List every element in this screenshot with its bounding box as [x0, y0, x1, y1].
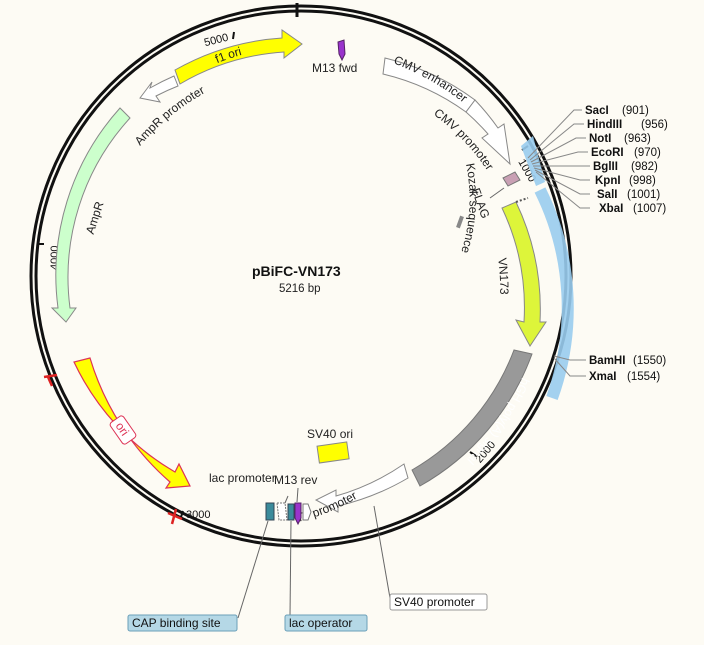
restriction-leaders-lower [553, 355, 586, 377]
site-pos-hindiii: (956) [641, 119, 668, 131]
feature-lac-promoter [276, 502, 288, 521]
tick-label-5000: 5000 [203, 32, 230, 50]
feature-cmv-promoter [465, 99, 511, 166]
label-lac-operator: lac operator [289, 616, 352, 630]
label-lac-promoter: lac promoter [209, 471, 276, 485]
lac-promoter-leader [284, 495, 289, 504]
site-pos-xbai: (1007) [633, 203, 666, 215]
plasmid-name: pBiFC-VN173 [252, 263, 341, 279]
site-pos-saci: (901) [622, 105, 649, 117]
site-pos-sali: (1001) [627, 189, 660, 201]
site-name-ecori: EcoRI [591, 147, 624, 159]
label-vn173: VN173 [495, 257, 511, 295]
feature-cap-binding-site [265, 502, 275, 521]
cut-mark-bottom-cap [167, 511, 183, 521]
feature-kozak [456, 215, 464, 229]
site-name-sali: SalI [597, 189, 617, 201]
site-name-xbai: XbaI [599, 203, 623, 215]
flag-leader [489, 187, 505, 199]
label-kozak: Kozak sequence [458, 162, 480, 255]
feature-m13-rev [294, 502, 302, 526]
ori-label-box [109, 415, 137, 445]
feature-m13-fwd [337, 39, 346, 62]
restriction-leaders-upper [527, 109, 590, 209]
feature-ampr-promoter [139, 75, 179, 103]
label-ori: ori [113, 419, 132, 438]
site-name-kpni: KpnI [595, 175, 621, 187]
label-ampr-promoter: AmpR promoter [132, 83, 207, 148]
plasmid-length: 5216 bp [279, 283, 321, 295]
site-pos-bamhi: (1550) [633, 355, 666, 367]
restriction-site-list: SacI (901) HindIII (956) NotI (963) EcoR… [585, 105, 668, 383]
site-pos-ecori: (970) [634, 147, 661, 159]
site-pos-xmai: (1554) [627, 371, 660, 383]
site-pos-kpni: (998) [629, 175, 656, 187]
site-name-xmai: XmaI [589, 371, 617, 383]
label-m13-fwd: M13 fwd [312, 61, 357, 75]
sv40-promoter-leader [373, 505, 391, 599]
feature-ori [73, 357, 191, 489]
feature-sv40-ori [316, 441, 350, 464]
tick-mark-3000 [180, 510, 184, 518]
m13-rev-leader [296, 487, 299, 503]
site-pos-noti: (963) [624, 133, 651, 145]
tick-label-3000: 3000 [186, 509, 210, 521]
lac-operator-box [284, 614, 368, 632]
label-cap-binding-site: CAP binding site [132, 616, 221, 630]
feature-vn173 [501, 201, 547, 347]
label-m13-rev: M13 rev [274, 473, 317, 487]
cut-mark-left [46, 376, 54, 387]
cap-binding-site-box [127, 614, 238, 632]
site-name-noti: NotI [589, 133, 611, 145]
feature-hgh-polya [411, 349, 533, 487]
site-name-hindiii: HindIII [587, 119, 622, 131]
tick-mark-2000 [469, 451, 477, 457]
feature-sv40-promoter [314, 463, 409, 513]
mcs-highlight-arc [534, 187, 574, 401]
vn173-dotted-end [515, 197, 529, 203]
site-name-bglii: BglII [593, 161, 618, 173]
site-pos-bglii: (982) [631, 161, 658, 173]
feature-ampr [50, 107, 131, 323]
site-name-saci: SacI [585, 105, 609, 117]
cap-site-leader [237, 520, 269, 619]
feature-f1-ori [174, 29, 303, 85]
feature-lac-operator [287, 503, 295, 521]
cut-mark-left-cap [43, 373, 58, 379]
label-sv40-ori: SV40 ori [307, 427, 353, 441]
lac-operator-leader [289, 520, 292, 617]
label-ampr: AmpR [83, 199, 107, 235]
feature-t7-promoter [302, 503, 312, 521]
feature-flag [502, 171, 521, 187]
tick-mark-5000 [232, 31, 235, 40]
label-sv40-promoter: SV40 promoter [394, 595, 475, 609]
site-name-bamhi: BamHI [589, 355, 625, 367]
sv40-promoter-box [389, 593, 488, 611]
